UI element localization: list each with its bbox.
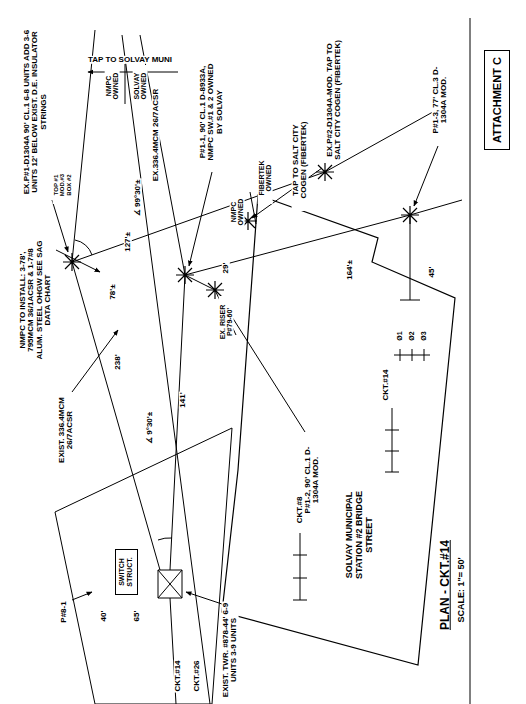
switchyard-fence xyxy=(55,428,232,704)
conductor-note: EXIST. 336.4MCM 26/7ACSR xyxy=(58,394,75,466)
line-conductor xyxy=(72,108,440,262)
phase-label: Ø1 xyxy=(396,330,403,341)
pole-note: P#1-2, 90' CL.1 D-1304A MOD. xyxy=(304,434,321,526)
pole-note: EX.P#1-D1304A 90' CL.1 6-8 UNITS ADD 3-6… xyxy=(23,21,48,203)
scale-note: SCALE: 1"= 50' xyxy=(457,556,466,623)
line-conductor xyxy=(72,262,160,570)
leader-line xyxy=(72,592,92,600)
ownership-note: NMPC OWNED xyxy=(105,65,120,107)
bus-symbol xyxy=(385,408,399,472)
ownership-note: NMPC OWNED xyxy=(230,191,245,233)
pole-note: P#1-1, 90' CL.1 D-8933A, NMPC SW.#1 & 2 … xyxy=(199,56,224,168)
dimension-label: 45' xyxy=(428,266,436,279)
circuit-label: CKT.#14 xyxy=(382,368,390,401)
circuit-label: CKT.#14 xyxy=(174,659,182,692)
leader-line xyxy=(189,172,212,266)
plan-title: PLAN - CKT.#14 xyxy=(439,539,452,631)
pole-symbol xyxy=(401,206,419,224)
dimension-line xyxy=(400,300,420,301)
dimension-label: 141' xyxy=(179,391,187,408)
line-conductor xyxy=(185,200,462,275)
ownership-note: SOLVAY OWNED xyxy=(133,65,148,107)
tap-note: TAP TO SOLVAY MUNI xyxy=(87,56,173,64)
pole-symbol xyxy=(63,253,81,271)
leader-line xyxy=(56,250,100,272)
node-text: ATTACHMENT C xyxy=(491,57,503,143)
angle-arc xyxy=(75,240,92,255)
circuit-label: CKT.#26 xyxy=(193,659,201,692)
angle-arc xyxy=(158,538,172,540)
attachment-box: ATTACHMENT C xyxy=(484,50,510,150)
angle-label: ∡ 99°30'± xyxy=(134,179,142,218)
dimension-label: 65' xyxy=(133,610,141,623)
dimension-label: 127'± xyxy=(124,231,132,253)
line-conductor xyxy=(72,30,95,262)
pole-symbol xyxy=(176,266,194,284)
frame-line xyxy=(470,18,471,704)
switch-structure-box: SWITCH STRUCT. xyxy=(115,549,138,595)
line-conductor xyxy=(170,275,185,570)
angle-label: ∡ 9°30'± xyxy=(146,411,154,445)
leader-line xyxy=(414,146,438,206)
station-outline: SOLVAY MUNICIPAL STATION #2 BRIDGE STREE… xyxy=(222,195,455,665)
line-conductor xyxy=(122,35,210,704)
station-fence xyxy=(222,195,455,665)
dimension-label: 238' xyxy=(114,353,122,370)
pole-note: EX.P#2-D1304A-MOD. TAP TO SALT CITY COGE… xyxy=(326,39,343,161)
riser-note: EX. RISER P#79-60' xyxy=(219,296,234,348)
leader-line xyxy=(186,592,222,604)
dimension-label: 164'± xyxy=(346,259,354,281)
install-note: NMPC TO INSTALL: 3-78', 795MCM 36/1ACSR … xyxy=(19,234,53,366)
dimension-label: 40' xyxy=(100,610,108,623)
line-conductor xyxy=(410,215,411,300)
pole-label: P#8-1 xyxy=(60,600,68,623)
bus-symbol xyxy=(394,349,430,361)
node-text: SOLVAY MUNICIPAL STATION #2 BRIDGE STREE… xyxy=(345,475,375,595)
pole-note: P#1-3, 77' CL.3 D-1304A MOD. xyxy=(432,59,449,141)
bus-symbol xyxy=(293,533,307,600)
ownership-note: FIBERTEK OWNED xyxy=(258,152,273,204)
dimension-label: 78'± xyxy=(109,283,117,300)
leader-line xyxy=(72,330,118,392)
pole-note: TOP #1 MOD.#3 BOX #2 xyxy=(53,166,72,204)
ownership-divider xyxy=(125,64,126,104)
conductor-note: EX.336.4MCM 26/7ACSR xyxy=(152,84,160,186)
tower-symbol xyxy=(158,570,182,598)
phase-label: Ø2 xyxy=(408,330,415,341)
station-outline-shape xyxy=(222,195,455,665)
pole-symbol xyxy=(316,163,334,181)
dimension-label: 29' xyxy=(222,262,230,275)
tap-note: TAP TO SALT CITY COGEN (FIBERTEK) xyxy=(292,109,309,211)
node-text: SWITCH STRUCT. xyxy=(118,553,133,591)
tower-note: EXIST. TWR. #878-44' 6-9 UNITS 3-9 UNITS xyxy=(222,602,239,699)
phase-label: Ø3 xyxy=(420,330,427,341)
leader-line xyxy=(52,200,68,252)
